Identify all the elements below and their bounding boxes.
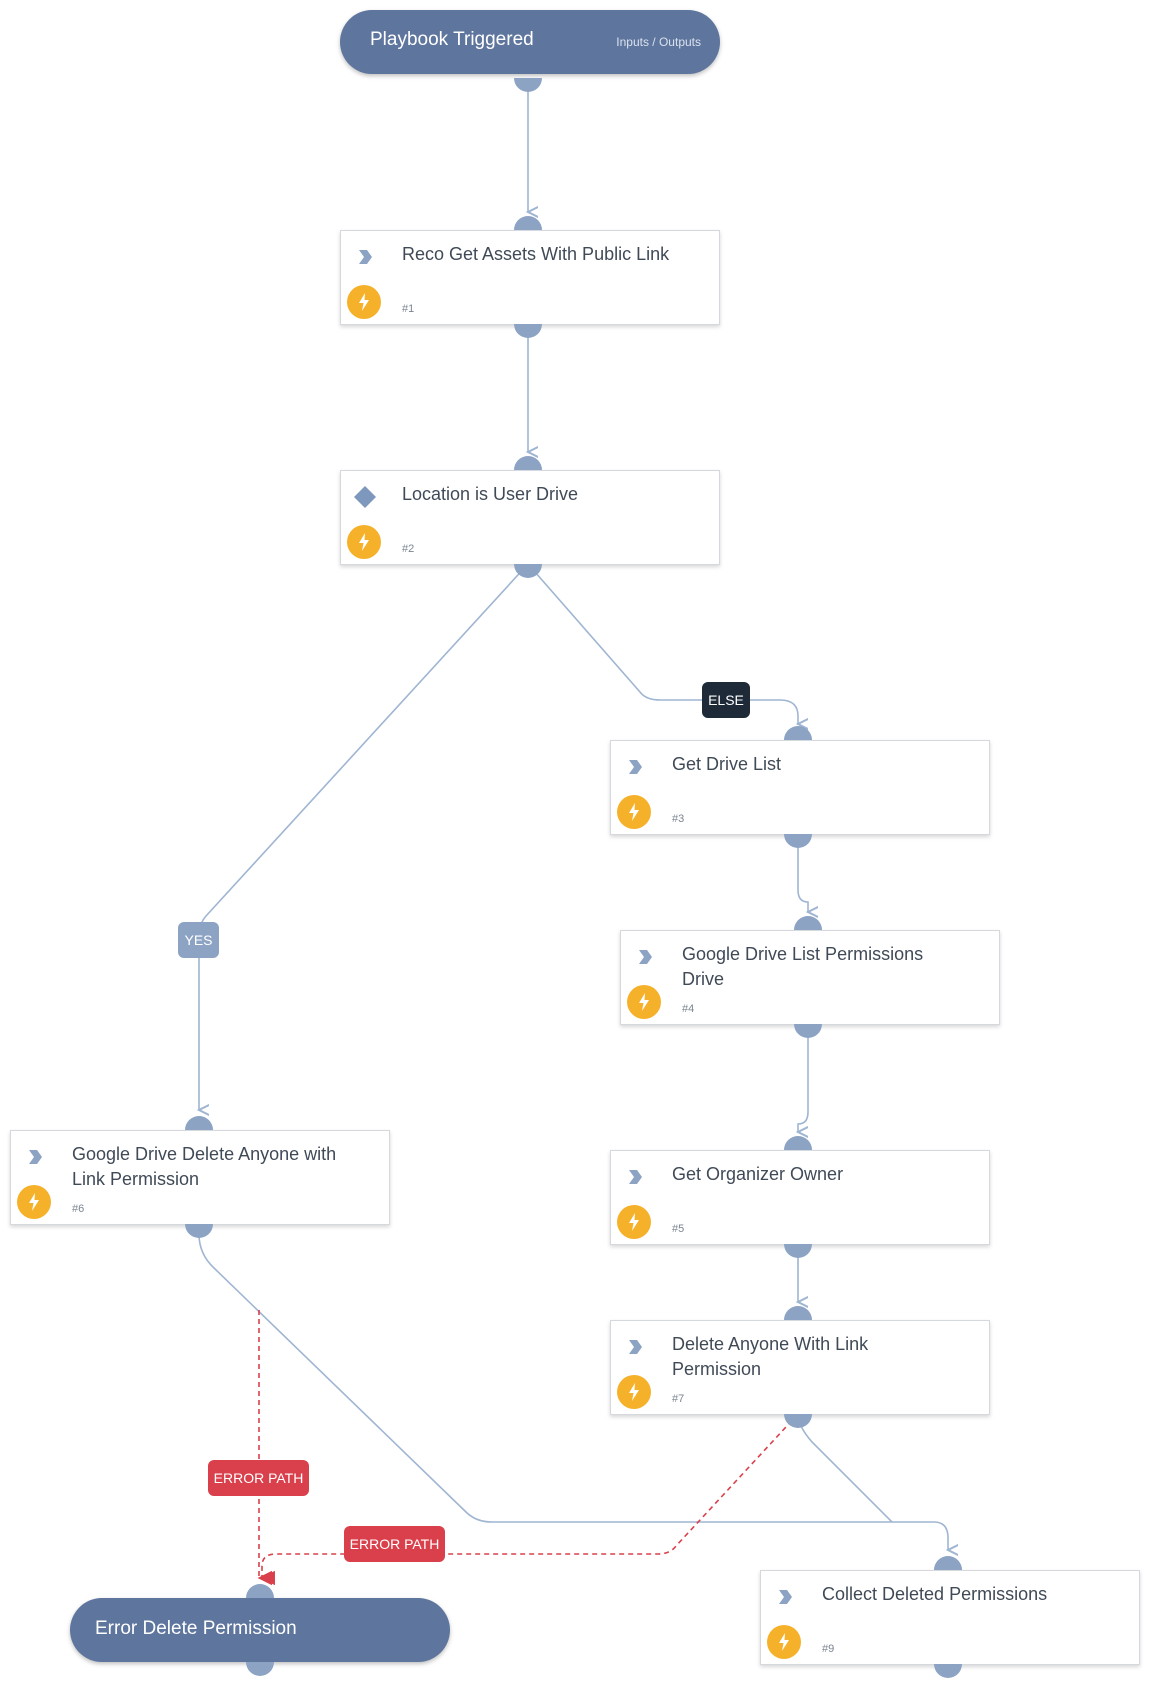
automation-bolt-icon bbox=[617, 1375, 651, 1409]
task-number: #9 bbox=[822, 1643, 835, 1655]
automation-bolt-icon bbox=[617, 795, 651, 829]
command-icon bbox=[29, 1150, 42, 1164]
error-edge-7-to-end bbox=[260, 1413, 799, 1586]
automation-bolt-icon bbox=[627, 985, 661, 1019]
automation-bolt-icon bbox=[767, 1625, 801, 1659]
task-title: Delete Anyone With Link Permission bbox=[672, 1334, 869, 1379]
port-7-out[interactable] bbox=[784, 1414, 812, 1428]
end-node-title: Error Delete Permission bbox=[95, 1618, 297, 1639]
edge-2-to-6-yes bbox=[199, 563, 529, 1110]
yes-branch-label: YES bbox=[178, 922, 219, 958]
automation-bolt-icon bbox=[17, 1185, 51, 1219]
start-node[interactable]: Playbook Triggered Inputs / Outputs bbox=[340, 10, 720, 74]
task-title: Get Organizer Owner bbox=[672, 1164, 844, 1184]
automation-bolt-icon bbox=[347, 285, 381, 319]
port-4-in[interactable] bbox=[794, 916, 822, 930]
port-7-in[interactable] bbox=[784, 1306, 812, 1320]
port-end-out[interactable] bbox=[246, 1662, 274, 1676]
task-number: #4 bbox=[682, 1003, 695, 1015]
port-1-in[interactable] bbox=[514, 216, 542, 230]
error-path-label: ERROR PATH bbox=[344, 1526, 445, 1562]
error-path-label: ERROR PATH bbox=[208, 1460, 309, 1496]
task-node-5[interactable]: Get Organizer Owner #5 bbox=[610, 1150, 990, 1245]
edge-7-to-9 bbox=[797, 1413, 893, 1523]
edge-3-to-4 bbox=[797, 836, 808, 912]
task-title: Location is User Drive bbox=[402, 484, 579, 504]
condition-icon bbox=[354, 486, 376, 508]
port-4-out[interactable] bbox=[794, 1024, 822, 1038]
command-icon bbox=[779, 1590, 792, 1604]
task-number: #3 bbox=[672, 813, 685, 825]
task-node-1[interactable]: Reco Get Assets With Public Link #1 bbox=[340, 230, 720, 325]
port-9-in[interactable] bbox=[934, 1556, 962, 1570]
task-node-6[interactable]: Google Drive Delete Anyone with Link Per… bbox=[10, 1130, 390, 1225]
automation-bolt-icon bbox=[347, 525, 381, 559]
task-title: Collect Deleted Permissions bbox=[822, 1584, 1048, 1604]
port-9-out[interactable] bbox=[934, 1664, 962, 1678]
command-icon bbox=[639, 950, 652, 964]
port-5-out[interactable] bbox=[784, 1244, 812, 1258]
command-icon bbox=[629, 760, 642, 774]
task-node-3[interactable]: Get Drive List #3 bbox=[610, 740, 990, 835]
port-6-out[interactable] bbox=[185, 1224, 213, 1238]
task-node-7[interactable]: Delete Anyone With Link Permission #7 bbox=[610, 1320, 990, 1415]
task-title: Reco Get Assets With Public Link bbox=[402, 244, 670, 264]
task-number: #5 bbox=[672, 1223, 685, 1235]
task-node-2[interactable]: Location is User Drive #2 bbox=[340, 470, 720, 565]
task-title: Google Drive Delete Anyone with Link Per… bbox=[72, 1144, 337, 1189]
task-node-9[interactable]: Collect Deleted Permissions #9 bbox=[760, 1570, 1140, 1665]
automation-bolt-icon bbox=[617, 1205, 651, 1239]
port-start-out[interactable] bbox=[514, 78, 542, 92]
command-icon bbox=[629, 1170, 642, 1184]
command-icon bbox=[359, 250, 372, 264]
port-3-out[interactable] bbox=[784, 834, 812, 848]
task-title: Get Drive List bbox=[672, 754, 782, 774]
edge-6-to-9 bbox=[198, 1233, 948, 1550]
task-number: #2 bbox=[402, 543, 415, 555]
port-3-in[interactable] bbox=[784, 726, 812, 740]
port-end-in[interactable] bbox=[246, 1584, 274, 1598]
port-5-in[interactable] bbox=[784, 1136, 812, 1150]
task-number: #7 bbox=[672, 1393, 685, 1405]
task-node-4[interactable]: Google Drive List Permissions Drive #4 bbox=[620, 930, 1000, 1025]
edge-4-to-5 bbox=[798, 1024, 809, 1132]
end-node[interactable]: Error Delete Permission bbox=[70, 1598, 450, 1662]
edge-2-to-3-else bbox=[527, 563, 798, 724]
port-1-out[interactable] bbox=[514, 324, 542, 338]
start-node-title: Playbook Triggered bbox=[370, 29, 534, 50]
port-2-in[interactable] bbox=[514, 456, 542, 470]
port-6-in[interactable] bbox=[185, 1116, 213, 1130]
command-icon bbox=[629, 1340, 642, 1354]
task-number: #1 bbox=[402, 303, 415, 315]
task-title: Google Drive List Permissions Drive bbox=[682, 944, 924, 989]
inputs-outputs-link[interactable]: Inputs / Outputs bbox=[616, 35, 701, 49]
task-number: #6 bbox=[72, 1203, 85, 1215]
else-branch-label: ELSE bbox=[702, 682, 750, 718]
port-2-out[interactable] bbox=[514, 564, 542, 578]
